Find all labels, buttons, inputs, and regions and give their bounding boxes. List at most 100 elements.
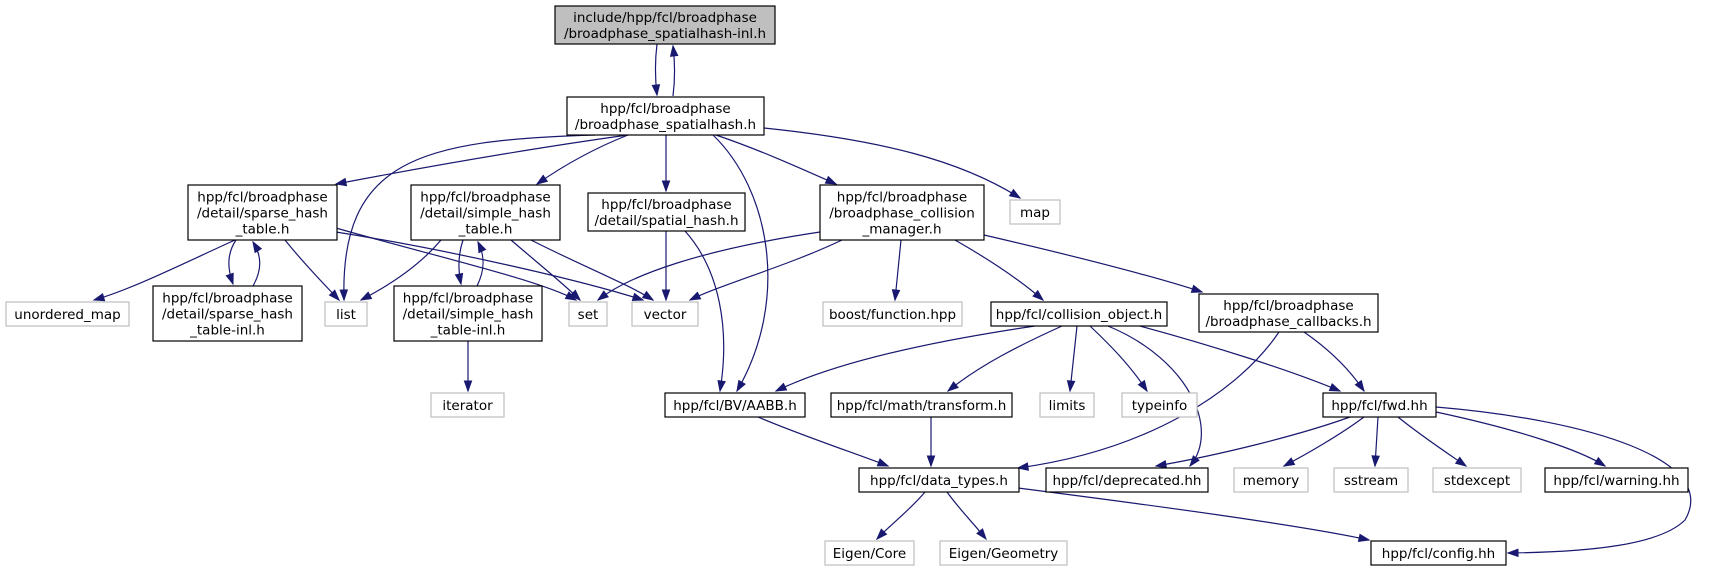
node-simple[interactable]: hpp/fcl/broadphase/detail/simple_hash_ta… (410, 184, 561, 241)
node-warning[interactable]: hpp/fcl/warning.hh (1544, 467, 1689, 493)
arrowhead-icon (328, 289, 341, 302)
node-box (858, 467, 1020, 493)
node-typeinfo[interactable]: typeinfo (1121, 392, 1198, 418)
edge-line (684, 230, 725, 392)
arrowhead-icon (334, 177, 348, 187)
edge-line (1155, 416, 1351, 467)
edge-line (343, 134, 596, 301)
node-label: /broadphase_spatialhash.h (575, 117, 756, 133)
arrowhead-icon (946, 381, 959, 392)
arrowhead-icon (661, 289, 671, 302)
node-map[interactable]: map (1009, 199, 1061, 225)
node-label: hpp/fcl/deprecated.hh (1053, 473, 1202, 489)
node-box (324, 301, 368, 327)
edge-line (597, 231, 821, 301)
node-box (430, 392, 505, 418)
edge-line (1435, 406, 1692, 554)
node-box (822, 301, 963, 327)
edge-sparse-to-vector (335, 231, 645, 301)
node-box (819, 184, 985, 241)
arrowhead-icon (688, 291, 702, 301)
edge-datatypes-to-eigen_core (875, 491, 926, 541)
arrowhead-icon (876, 458, 890, 467)
node-box (631, 301, 699, 327)
edge-collmgr-to-callbacks (983, 234, 1204, 293)
node-collobj[interactable]: hpp/fcl/collision_object.h (990, 301, 1168, 327)
edge-collobj-to-aabb (774, 325, 1036, 392)
node-deprecated[interactable]: hpp/fcl/deprecated.hh (1045, 467, 1209, 493)
arrowhead-icon (359, 291, 373, 301)
node-box (587, 192, 746, 232)
node-unordered-map[interactable]: unordered_map (5, 301, 130, 327)
edge-line (775, 325, 1036, 392)
node-iterator[interactable]: iterator (430, 392, 505, 418)
node-boost[interactable]: boost/function.hpp (822, 301, 963, 327)
arrowhead-icon (641, 290, 655, 301)
node-limits[interactable]: limits (1039, 392, 1095, 418)
node-simple-inl[interactable]: hpp/fcl/broadphase/detail/simple_hash_ta… (393, 285, 543, 342)
node-label: hpp/fcl/data_types.h (870, 473, 1008, 489)
node-label: hpp/fcl/BV/AABB.h (673, 398, 797, 414)
node-label: hpp/fcl/broadphase (600, 101, 730, 117)
node-sstream[interactable]: sstream (1333, 467, 1409, 493)
edge-sparse_inl-to-sparse (252, 240, 263, 287)
node-stdexcept[interactable]: stdexcept (1432, 467, 1522, 493)
edge-line (93, 239, 236, 301)
node-memory[interactable]: memory (1233, 467, 1309, 493)
node-collmgr[interactable]: hpp/fcl/broadphase/broadphase_collision_… (819, 184, 985, 241)
node-label: _table-inl.h (189, 323, 265, 339)
node-label: sstream (1344, 473, 1398, 489)
node-sparse-inl[interactable]: hpp/fcl/broadphase/detail/sparse_hash_ta… (152, 285, 303, 342)
node-label: hpp/fcl/broadphase (197, 190, 327, 206)
edge-sparse-to-list (284, 239, 341, 302)
node-set[interactable]: set (568, 301, 608, 327)
arrowhead-icon (1066, 380, 1076, 393)
node-config[interactable]: hpp/fcl/config.hh (1370, 540, 1507, 566)
edge-line (954, 239, 1044, 301)
node-box (830, 392, 1013, 418)
node-label: _manager.h (861, 222, 941, 238)
node-aabb[interactable]: hpp/fcl/BV/AABB.h (664, 392, 806, 418)
node-label: include/hpp/fcl/broadphase (573, 10, 757, 26)
edge-fwd-to-memory (1282, 416, 1365, 467)
arrowhead-icon (225, 272, 234, 286)
edge-spatialhash-to-list (339, 134, 596, 302)
node-sparse[interactable]: hpp/fcl/broadphase/detail/sparse_hash_ta… (187, 184, 338, 241)
edge-collobj-to-fwd (1139, 325, 1342, 392)
node-eigen-core[interactable]: Eigen/Core (824, 540, 915, 566)
arrowhead-icon (891, 289, 901, 302)
edge-line (1089, 325, 1148, 392)
edge-sparse-to-unordered_map (92, 239, 236, 302)
node-datatypes[interactable]: hpp/fcl/data_types.h (858, 467, 1020, 493)
node-box (187, 184, 338, 241)
node-box (990, 301, 1168, 327)
edge-line (712, 134, 769, 392)
arrowhead-icon (1190, 284, 1204, 293)
arrowhead-icon (1328, 382, 1342, 392)
arrowhead-icon (717, 379, 726, 393)
arrowhead-icon (339, 289, 349, 302)
edge-spatialhash-to-map (763, 127, 1022, 199)
node-box (1009, 199, 1061, 225)
node-list[interactable]: list (324, 301, 368, 327)
edge-collmgr-to-set (596, 231, 821, 301)
node-root[interactable]: include/hpp/fcl/broadphase/broadphase_sp… (554, 5, 776, 45)
node-callbacks[interactable]: hpp/fcl/broadphase/broadphase_callbacks.… (1198, 293, 1379, 333)
edge-sparse-to-sparse_inl (225, 239, 237, 286)
node-eigen-geometry[interactable]: Eigen/Geometry (939, 540, 1068, 566)
node-label: _table-inl.h (430, 323, 506, 339)
arrowhead-icon (1371, 455, 1380, 468)
node-spatialhash[interactable]: hpp/fcl/broadphase/broadphase_spatialhas… (566, 96, 765, 136)
node-transform[interactable]: hpp/fcl/math/transform.h (830, 392, 1013, 418)
node-spatial-hash[interactable]: hpp/fcl/broadphase/detail/spatial_hash.h (587, 192, 746, 232)
node-label: hpp/fcl/broadphase (837, 190, 967, 206)
node-box (1544, 467, 1689, 493)
arrowhead-icon (651, 84, 661, 97)
node-label: stdexcept (1444, 473, 1510, 489)
arrowhead-icon (1154, 459, 1168, 469)
node-vector[interactable]: vector (631, 301, 699, 327)
arrowhead-icon (875, 528, 888, 541)
arrowhead-icon (535, 174, 549, 185)
node-fwd[interactable]: hpp/fcl/fwd.hh (1322, 392, 1437, 418)
node-box (1045, 467, 1209, 493)
